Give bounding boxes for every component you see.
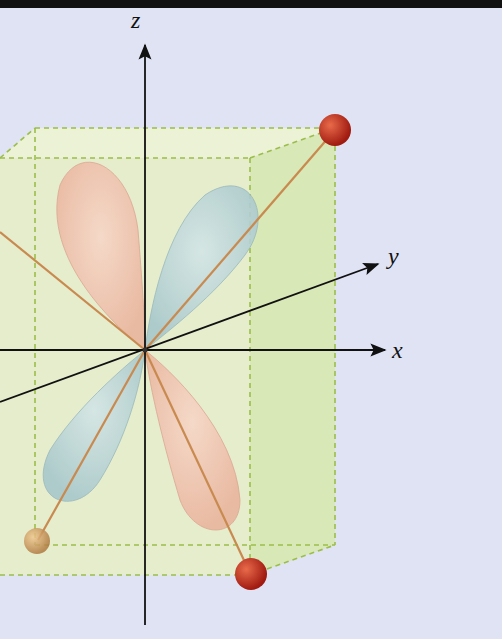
- metal-center: [143, 348, 148, 353]
- top-band: [0, 0, 502, 8]
- ligand-bonds: [0, 130, 335, 573]
- cube-top-face: [0, 128, 335, 158]
- axes: [0, 45, 385, 625]
- axis-label: x: [392, 338, 403, 362]
- cube-edges: [0, 128, 335, 575]
- cube-side-face: [250, 128, 335, 575]
- axis-label: y: [388, 244, 399, 268]
- ligand-atom: [235, 558, 267, 590]
- ligand-atom: [24, 528, 50, 554]
- axis-label: z: [131, 8, 140, 32]
- ligand-atom: [319, 114, 351, 146]
